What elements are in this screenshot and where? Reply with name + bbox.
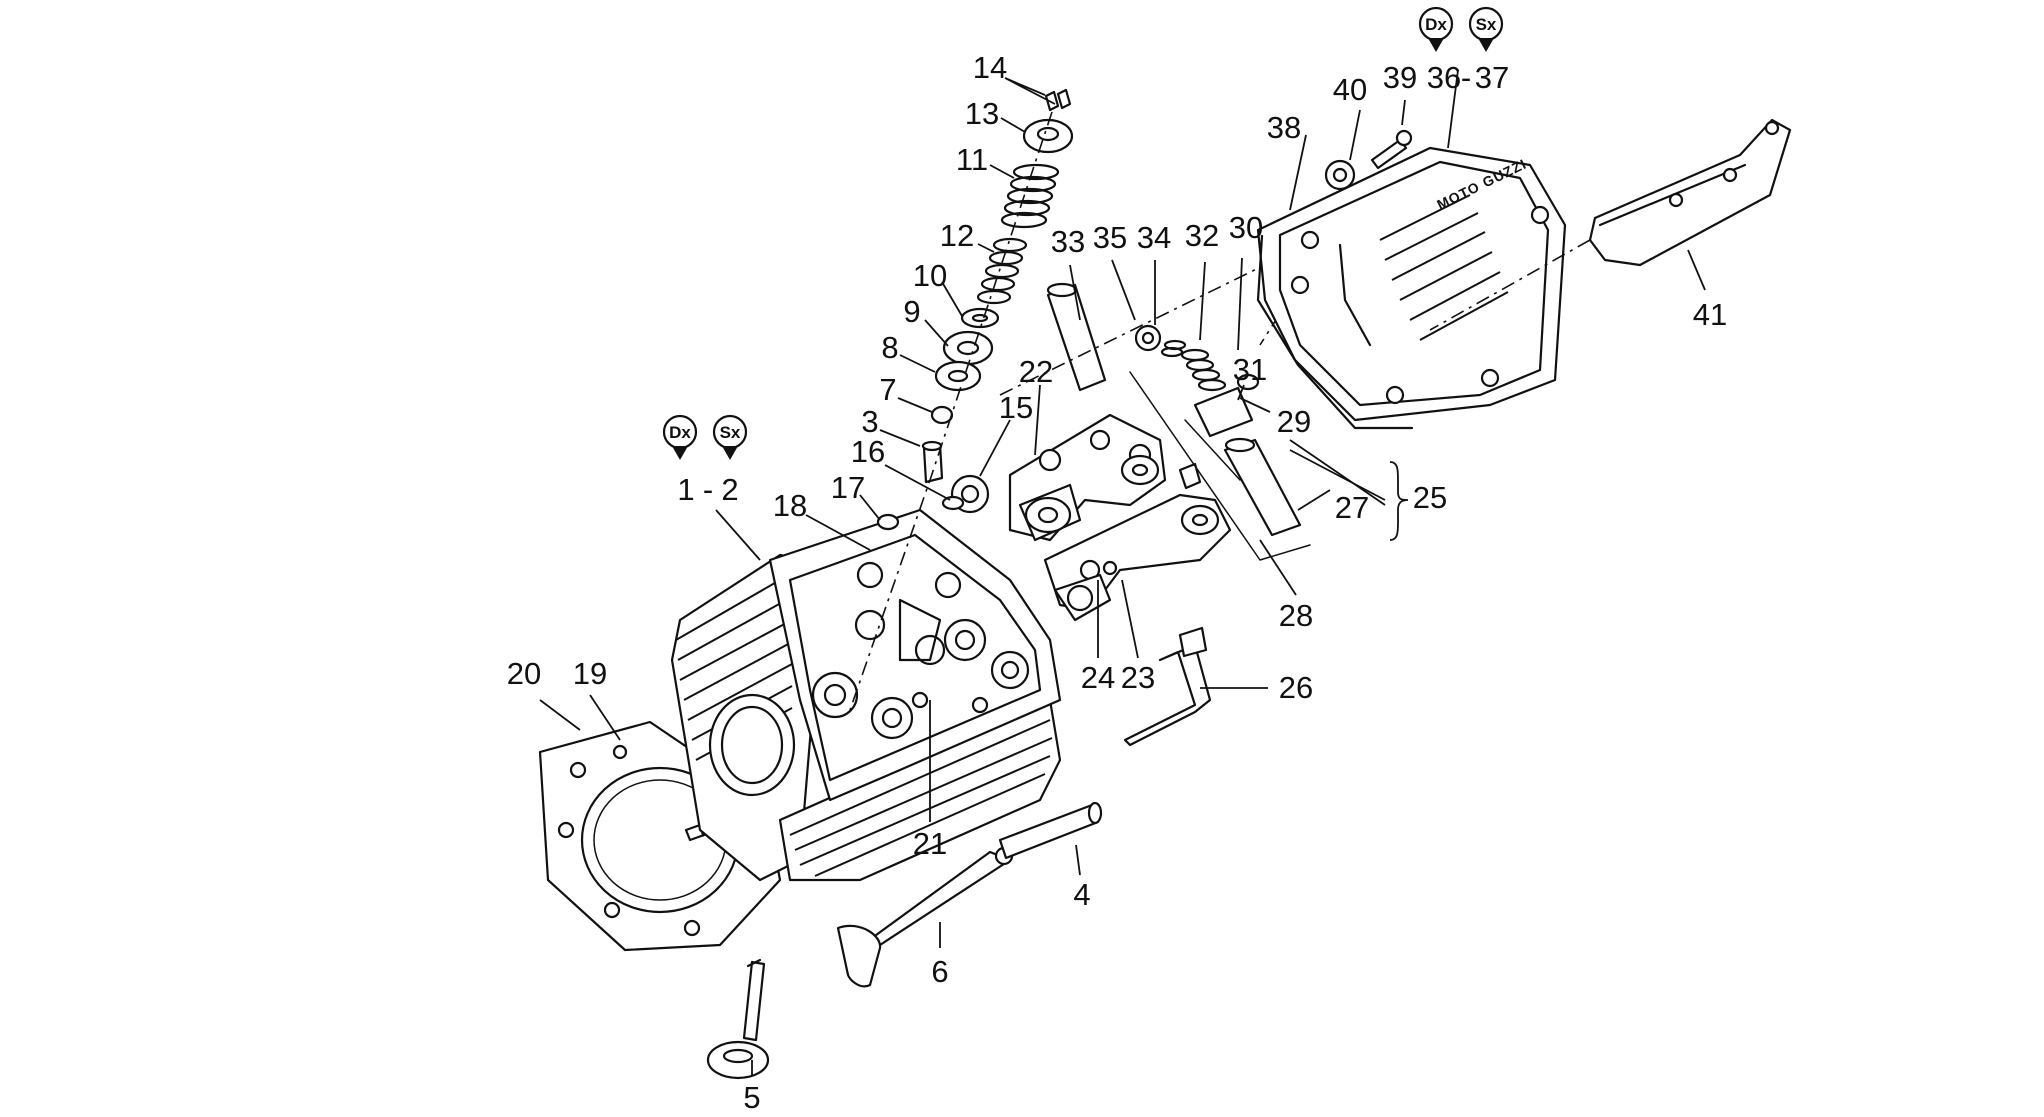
label-24: 24 (1081, 660, 1115, 695)
leader-lines (539, 69, 1706, 1076)
label-6: 6 (931, 954, 948, 989)
label-4: 4 (1073, 877, 1090, 912)
inner-spring (976, 237, 1028, 305)
label-15: 15 (999, 390, 1033, 425)
label-8: 8 (881, 330, 898, 365)
label-head-2: 2 (721, 472, 738, 507)
label-39: 39 (1383, 60, 1417, 95)
valve-collets (1044, 88, 1072, 112)
rocker-shaft (1046, 282, 1107, 392)
label-20: 20 (507, 656, 541, 691)
shim-spring (1160, 339, 1187, 358)
outer-spring (1000, 163, 1060, 229)
label-head-1: 1 (677, 472, 694, 507)
rocker-shaft-long (1223, 437, 1302, 537)
intake-valve (706, 958, 770, 1080)
badge-head-sx: Sx (712, 414, 748, 460)
part-labels: 1 - 2 36 - 37 3 4 5 6 7 8 9 10 11 12 13 … (507, 50, 1727, 1115)
label-27: 27 (1335, 490, 1369, 525)
badge-head-dx: Dx (662, 414, 698, 460)
label-13: 13 (965, 96, 999, 131)
rocker-support (1008, 413, 1167, 542)
cover-screw (1370, 129, 1413, 170)
spring-retainer (1022, 118, 1074, 154)
label-17: 17 (831, 470, 865, 505)
cover-guard (1588, 118, 1792, 267)
rocker-spring (1180, 348, 1227, 392)
label-11: 11 (956, 142, 988, 177)
badge-cover-sx: Sx (1468, 6, 1504, 52)
rocker-shaft-bracket (1053, 573, 1112, 622)
rocker-cover: MOTO GUZZI (1256, 146, 1567, 430)
oring (941, 495, 965, 511)
label-23: 23 (1121, 660, 1155, 695)
label-28: 28 (1279, 598, 1313, 633)
retaining-clip (1123, 626, 1212, 747)
label-34: 34 (1137, 220, 1171, 255)
label-14: 14 (973, 50, 1007, 85)
label-22: 22 (1019, 354, 1053, 389)
label-32: 32 (1185, 218, 1219, 253)
adjusting-nut (1178, 462, 1202, 490)
label-19: 19 (573, 656, 607, 691)
adjusting-screw (1134, 324, 1162, 352)
cover-nut (1324, 159, 1356, 191)
label-12: 12 (940, 218, 974, 253)
label-9: 9 (903, 294, 920, 329)
label-16: 16 (851, 434, 885, 469)
badge-head-dx-text: Dx (669, 423, 691, 442)
lower-spring-seat (942, 330, 994, 366)
label-38: 38 (1267, 110, 1301, 145)
cap-seal (876, 513, 900, 531)
label-3: 3 (861, 404, 878, 439)
badge-cover-sx-text: Sx (1476, 15, 1497, 34)
cylinder-head (670, 508, 1062, 882)
label-41: 41 (1693, 297, 1727, 332)
label-40: 40 (1333, 72, 1367, 107)
label-35: 35 (1093, 220, 1127, 255)
badge-cover-dx-text: Dx (1425, 15, 1447, 34)
thrust-washer (934, 360, 982, 392)
label-33: 33 (1051, 224, 1085, 259)
valve-guide (921, 440, 944, 484)
label-21: 21 (913, 826, 947, 861)
label-cover-sep: - (1461, 60, 1471, 95)
label-18: 18 (773, 488, 807, 523)
badge-head-sx-text: Sx (720, 423, 741, 442)
label-31: 31 (1233, 352, 1267, 387)
badge-cover-dx: Dx (1418, 6, 1454, 52)
exhaust-valve-guide (998, 801, 1103, 860)
label-10: 10 (913, 258, 947, 293)
rocker-pin (1193, 373, 1260, 438)
label-26: 26 (1279, 670, 1313, 705)
spring-seat-washer (960, 307, 1000, 329)
label-head-sep: - (703, 472, 713, 507)
label-25: 25 (1413, 480, 1447, 515)
label-cover-37: 37 (1475, 60, 1509, 95)
exhaust-valve (836, 846, 1014, 988)
label-29: 29 (1277, 404, 1311, 439)
label-5: 5 (743, 1080, 760, 1115)
label-7: 7 (879, 372, 896, 407)
label-30: 30 (1229, 210, 1263, 245)
label-cover-36: 36 (1427, 60, 1461, 95)
